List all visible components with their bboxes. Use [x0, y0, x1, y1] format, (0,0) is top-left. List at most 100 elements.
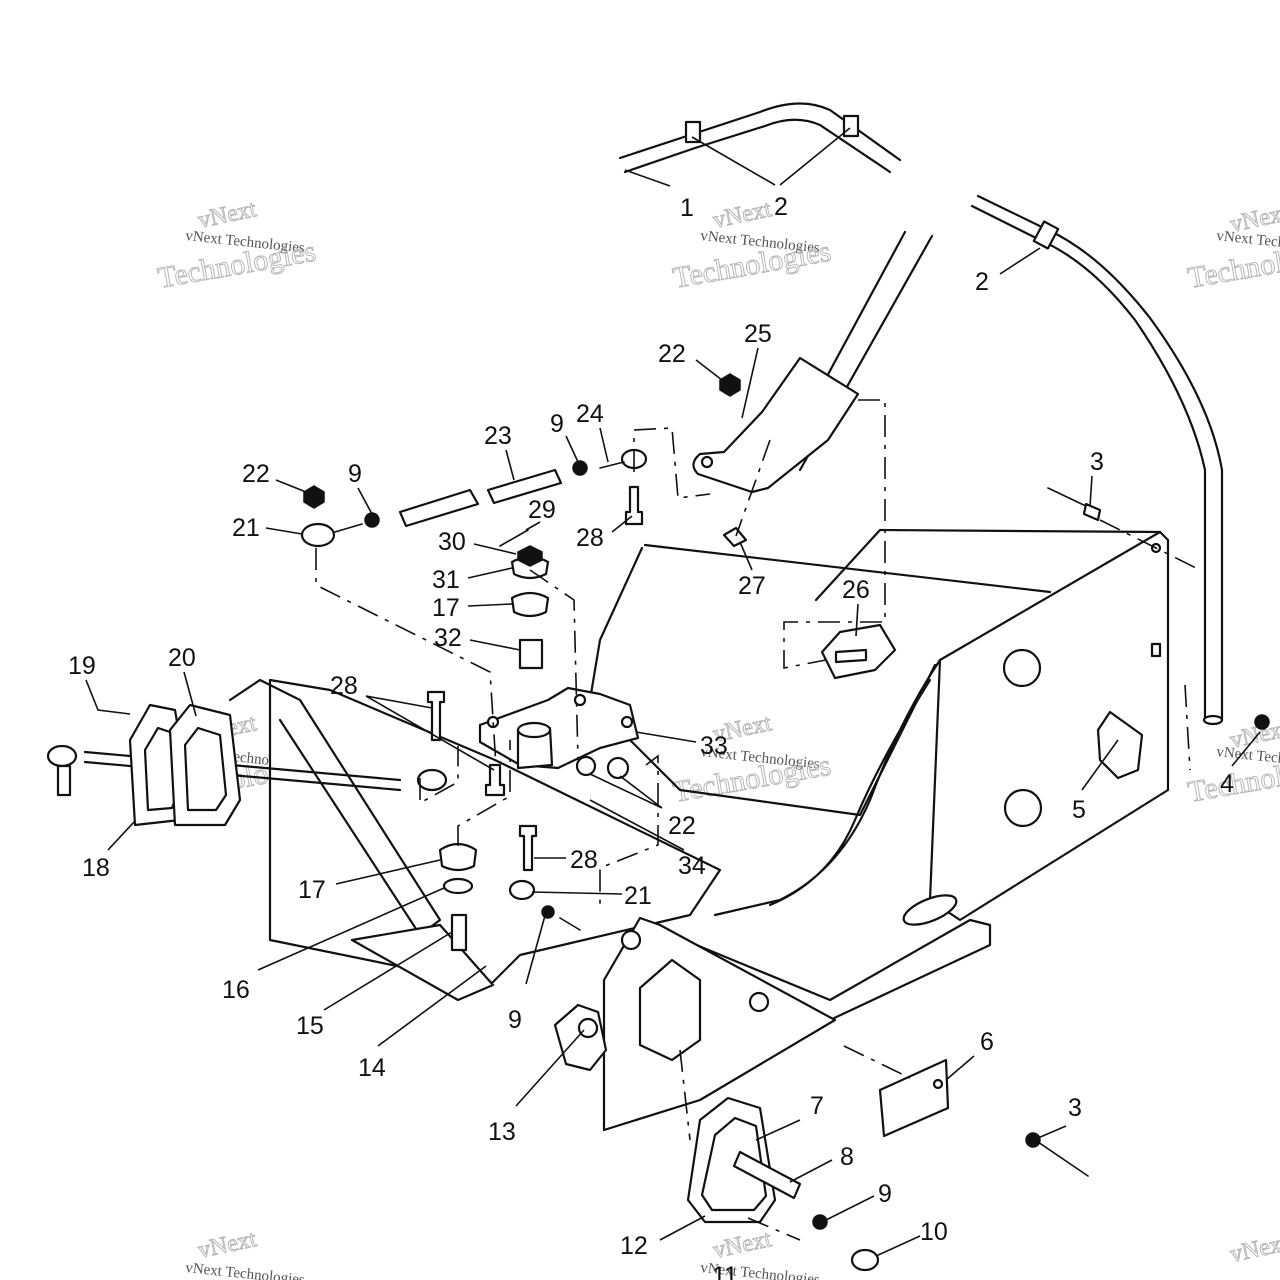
bolt-center	[484, 763, 506, 797]
tie-rod-stud-left	[56, 764, 72, 797]
leader-12	[659, 1215, 706, 1241]
assembly-line	[679, 1049, 691, 1141]
callout-25: 25	[744, 320, 772, 348]
upper-handlebar	[618, 102, 902, 174]
rear-plate	[928, 530, 1170, 922]
leader-18	[107, 821, 135, 851]
pin-8	[732, 1150, 802, 1200]
handle-clip-right	[842, 114, 860, 138]
deck-slot	[902, 894, 958, 926]
rod-end-21-upper	[300, 522, 336, 548]
assembly-line	[529, 569, 579, 761]
leader-4	[1231, 731, 1261, 767]
mount-plate-33	[478, 686, 640, 770]
watermark-top-center: vNext vNext Technologies Technologies	[670, 196, 834, 296]
callout-15: 15	[296, 1012, 324, 1040]
svg-text:vNext Technologies: vNext Technologies	[185, 1260, 306, 1280]
side-panel-hole	[748, 991, 770, 1013]
leader-5	[1081, 739, 1119, 791]
assembly-line	[1099, 519, 1201, 571]
screw-3-top-head	[1082, 502, 1102, 522]
callout-28: 28	[330, 672, 358, 700]
leader-17-lower	[335, 859, 441, 885]
spacer-32	[518, 638, 544, 670]
leader-22-top	[695, 359, 723, 381]
callout-32: 32	[434, 624, 462, 652]
assembly-line	[735, 439, 771, 537]
callout-4: 4	[1220, 770, 1234, 798]
nut-22-lower-b	[606, 756, 630, 780]
callout-34: 34	[678, 852, 706, 880]
callout-6: 6	[980, 1028, 994, 1056]
watermark-top-right: vNext vNext Technologies Technologies	[1185, 200, 1280, 296]
bolt-28-left	[426, 690, 446, 742]
leader-22-upper-left	[275, 479, 307, 493]
bushing-13-hole	[577, 1017, 599, 1039]
leader-34	[589, 799, 685, 851]
gasket-20-inner	[183, 726, 228, 812]
mount-boss-top	[516, 721, 552, 739]
left-frame-rail	[228, 678, 442, 937]
right-handle-tube	[970, 194, 1224, 722]
callout-29: 29	[528, 496, 556, 524]
callout-31: 31	[432, 566, 460, 594]
bumper-17-upper	[510, 591, 550, 618]
callout-21: 21	[232, 514, 260, 542]
leader-7	[755, 1119, 801, 1141]
tube-end	[1202, 714, 1224, 726]
callout-5: 5	[1072, 796, 1086, 824]
deck-outline	[588, 528, 1162, 817]
callout-22: 22	[242, 460, 270, 488]
callout-labels: 1 2 2 3 3 4 5 6 7 8 9 9 9 9 9 10 11 12 1…	[68, 193, 1234, 1280]
leader-9-upper-right	[565, 435, 579, 463]
callout-33: 33	[700, 732, 728, 760]
callout-28: 28	[570, 846, 598, 874]
leader-25	[741, 347, 759, 419]
nut-9-upper-right	[572, 460, 588, 476]
callout-30: 30	[438, 528, 466, 556]
parts-artwork	[46, 102, 1270, 1272]
callout-7: 7	[810, 1092, 824, 1120]
side-panel-pivot	[620, 929, 642, 951]
leader-21-lower	[531, 891, 623, 895]
leader-20	[183, 671, 197, 717]
stud-15	[450, 913, 468, 952]
handle-clip-left	[684, 120, 702, 144]
nut-9-bottom	[812, 1214, 828, 1230]
callout-28: 28	[576, 524, 604, 552]
leader-9-bottom	[825, 1195, 875, 1221]
watermark-middle-center: vNext vNext Technologies Technologies	[670, 710, 834, 810]
leader-28-left	[365, 695, 495, 771]
leader-14	[377, 965, 487, 1047]
callout-9: 9	[348, 460, 362, 488]
callout-12: 12	[620, 1232, 648, 1260]
rod-end-10	[850, 1248, 880, 1272]
svg-text:vNext: vNext	[711, 196, 774, 234]
callout-1: 1	[680, 194, 694, 222]
nut-22-upper-left	[303, 485, 325, 509]
plate-6-hole	[932, 1078, 944, 1090]
rear-plate-hole-lower	[1003, 788, 1043, 828]
clip-27	[722, 526, 748, 548]
callout-9: 9	[550, 410, 564, 438]
callout-20: 20	[168, 644, 196, 672]
nut-30	[517, 545, 543, 567]
nut-9-upper-left	[364, 512, 380, 528]
deck-front-curve	[713, 658, 942, 917]
rod-lower-21	[559, 917, 581, 931]
rod-end-21-lower	[508, 879, 536, 901]
cap-4	[1254, 714, 1270, 730]
mount-hole-right	[620, 715, 634, 729]
nut-22-top	[719, 373, 741, 397]
side-panel-window	[638, 958, 702, 1062]
bushing-13	[553, 1003, 608, 1072]
callout-2: 2	[975, 268, 989, 296]
tie-rod-end	[416, 768, 448, 792]
rod-thread-21	[334, 523, 363, 533]
leader-13	[515, 1029, 585, 1107]
leader-6	[945, 1055, 975, 1081]
leader-2-top	[691, 127, 851, 186]
svg-text:vNext: vNext	[1228, 1230, 1280, 1268]
leader-29	[525, 521, 541, 531]
